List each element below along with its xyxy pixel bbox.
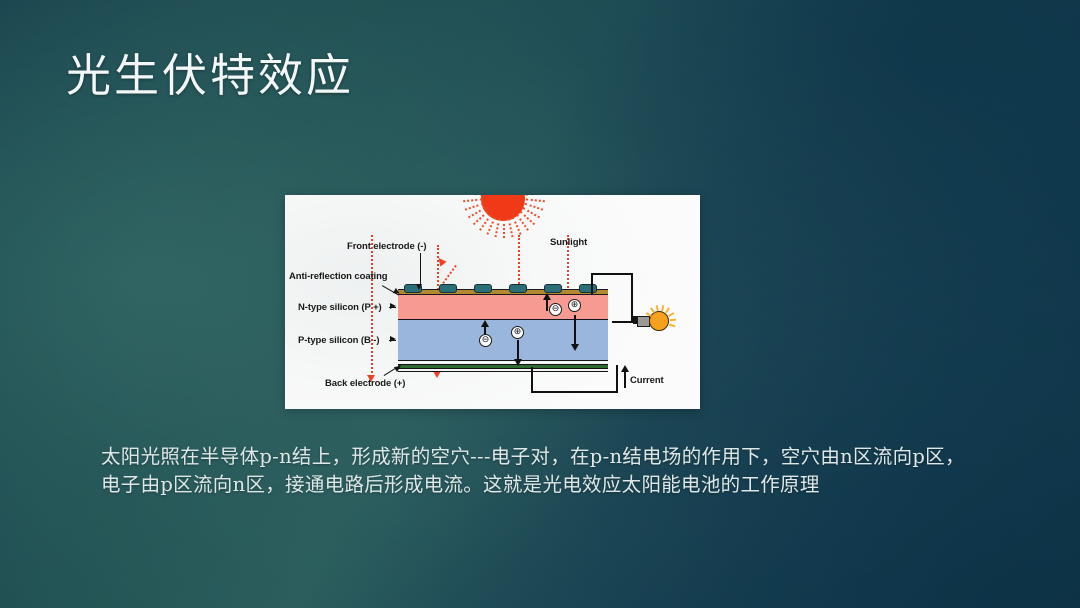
- anti-reflection-coating-layer: [398, 284, 608, 295]
- circuit-wire-back-vertical: [531, 367, 533, 393]
- back-electrode-layer: [398, 364, 608, 369]
- front-contact: [509, 284, 527, 293]
- label-n-type: N-type silicon (P +): [298, 302, 382, 313]
- hole-arrow-down-n: [571, 315, 579, 351]
- sun-ray: [503, 219, 505, 238]
- page-title: 光生伏特效应: [66, 49, 355, 102]
- sunlight-beam-4: [567, 235, 569, 303]
- p-type-silicon-layer: [398, 320, 608, 361]
- sunlight-beam-1: [371, 235, 373, 377]
- layer-gap: [398, 361, 608, 364]
- n-type-arrow: [390, 303, 396, 309]
- label-p-type: P-type silicon (B -): [298, 335, 380, 346]
- front-electrode-leader: [420, 253, 422, 286]
- circuit-wire-right-top: [631, 273, 633, 323]
- solar-cell-diagram-image: Sunlight ⊖ ⊕: [285, 195, 700, 409]
- front-contact: [579, 284, 597, 293]
- label-current: Current: [630, 375, 664, 386]
- bulb-glass-icon: [649, 311, 669, 331]
- current-arrow-stem: [624, 371, 626, 388]
- hole-arrow-down-p: [514, 340, 522, 366]
- bulb-cap: [633, 316, 638, 324]
- electron-arrow-up-n: [543, 293, 551, 311]
- front-contact: [544, 284, 562, 293]
- sunlight-beam-2-arrow: [433, 371, 441, 378]
- sunlight-beam-1-arrow: [367, 375, 375, 382]
- label-back-electrode: Back electrode (+): [325, 378, 406, 389]
- label-sunlight: Sunlight: [550, 237, 588, 248]
- hole-symbol: ⊕: [568, 299, 581, 312]
- front-electrode-arrow: [416, 284, 422, 290]
- label-anti-reflection: Anti-reflection coating: [289, 271, 388, 282]
- circuit-wire-top: [591, 273, 633, 275]
- front-contact: [439, 284, 457, 293]
- current-arrow-head: [621, 365, 629, 372]
- electron-symbol: ⊖: [479, 334, 492, 347]
- hole-symbol: ⊕: [511, 326, 524, 339]
- electron-symbol: ⊖: [549, 303, 562, 316]
- substrate-base: [398, 369, 608, 372]
- circuit-wire-bottom: [531, 391, 618, 393]
- body-paragraph: 太阳光照在半导体p-n结上，形成新的空穴---电子对，在p-n结电场的作用下，空…: [101, 445, 965, 496]
- sunlight-beam-3: [518, 235, 520, 303]
- circuit-wire-right-bottom: [616, 365, 618, 393]
- electron-arrow-up-p: [481, 320, 489, 338]
- circuit-wire-to-bulb-top: [612, 321, 633, 323]
- circuit-wire-front-vertical: [591, 275, 593, 295]
- p-type-arrow: [390, 336, 396, 342]
- front-contact: [474, 284, 492, 293]
- label-front-electrode: Front electrode (-): [347, 241, 427, 252]
